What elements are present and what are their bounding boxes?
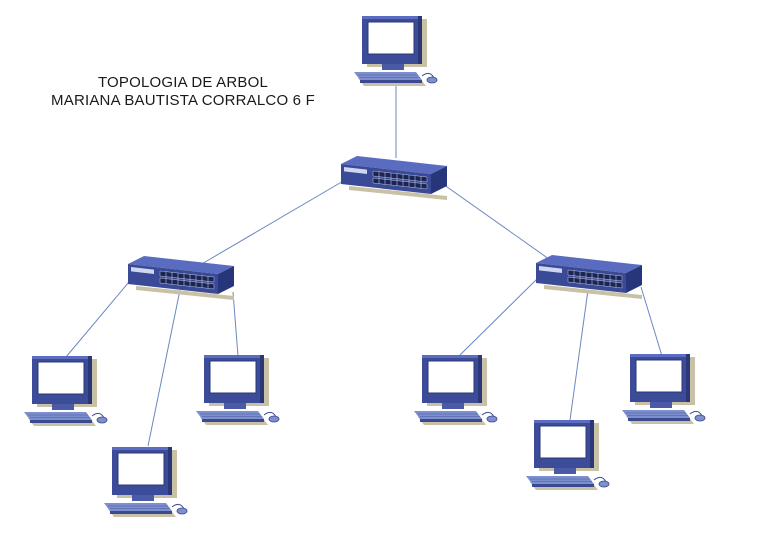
link-left-pc3: [232, 291, 239, 357]
link-right-pc2: [569, 289, 589, 421]
link-right-pc1: [457, 275, 541, 358]
core-switch-icon: [340, 155, 448, 201]
left-computer-1-icon: [23, 355, 108, 427]
link-left-pc1: [65, 275, 135, 358]
left-computer-2-icon: [103, 446, 188, 518]
right-switch-icon: [535, 254, 643, 300]
right-computer-2-icon: [525, 419, 610, 491]
links: [65, 84, 663, 447]
left-computer-3-icon: [195, 354, 280, 426]
link-core-left: [199, 179, 346, 266]
left-switch-icon: [127, 255, 235, 301]
diagram-title-line1: TOPOLOGIA DE ARBOL: [97, 74, 269, 91]
right-computer-1-icon: [413, 354, 498, 426]
diagram-title-line2: MARIANA BAUTISTA CORRALCO 6 F: [51, 92, 315, 109]
root-computer-icon: [353, 15, 438, 87]
link-right-pc3: [640, 286, 663, 357]
right-computer-3-icon: [621, 353, 706, 425]
link-left-pc2: [147, 289, 181, 447]
link-core-right: [439, 181, 557, 265]
